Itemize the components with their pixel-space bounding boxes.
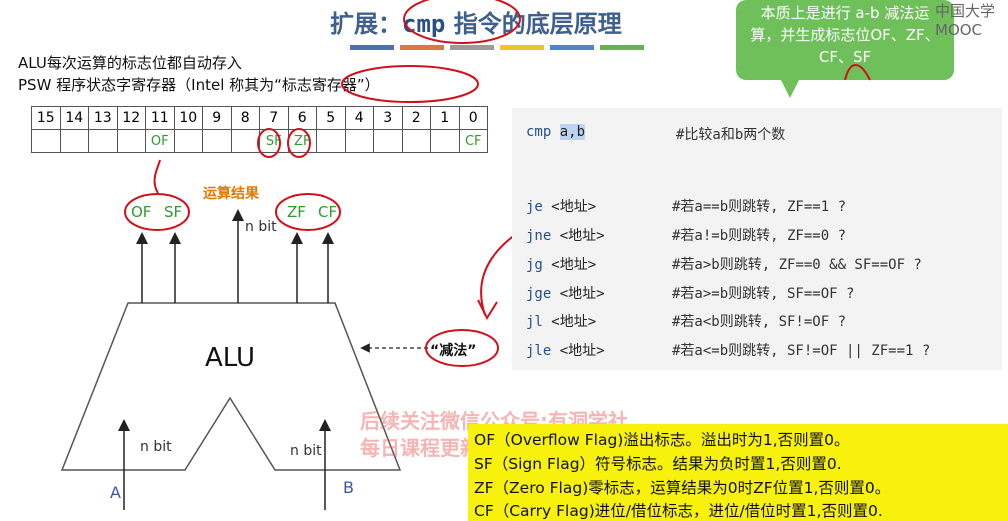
alu-shape: [60, 302, 402, 471]
jump-mnemonic: je: [526, 199, 543, 215]
flag-cell: [59, 129, 89, 153]
cmp-operands: a,b: [559, 124, 586, 140]
jump-arg: <地址>: [559, 228, 605, 244]
jump-comment: #若a<b则跳转, SF!=OF ?: [672, 314, 847, 330]
callout-tail: [780, 78, 800, 98]
title-underline-bar: [500, 45, 544, 50]
annotation-circle: [341, 65, 479, 103]
flag-cell-of: OF: [145, 129, 175, 153]
jump-mnemonic: jle: [526, 343, 552, 359]
jump-comment: #若a>b则跳转, ZF==0 && SF==OF ?: [672, 257, 922, 273]
title-cmd: cmp: [402, 10, 446, 38]
annotation-circle: [257, 128, 281, 158]
bit-number: 8: [230, 106, 260, 130]
annotation-circle: [124, 193, 190, 231]
result-label: 运算结果: [203, 186, 259, 202]
jump-comment: #若a>=b则跳转, SF==OF ?: [672, 286, 855, 302]
code-panel: [512, 108, 1002, 370]
annotation-stroke: [153, 159, 161, 194]
input-label-a: A: [110, 483, 121, 502]
jump-jle: jle <地址>: [526, 340, 605, 360]
title-underline-bar: [600, 45, 644, 50]
register-flag-row: OF SF ZF CF: [31, 129, 488, 153]
jump-arg: <地址>: [551, 314, 597, 330]
jump-mnemonic: jge: [526, 286, 552, 302]
subtract-label: “减法”: [430, 343, 477, 359]
flag-cell: [373, 129, 403, 153]
jump-arg: <地址>: [551, 257, 597, 273]
flag-cell: [31, 129, 61, 153]
flag-cell: [401, 129, 431, 153]
intro-line-1: ALU每次运算的标志位都自动存入: [18, 54, 242, 72]
jump-comment: #若a==b则跳转, ZF==1 ?: [672, 199, 847, 215]
flag-cell: [202, 129, 232, 153]
title-underline-bar: [550, 45, 594, 50]
mooc-watermark: 中国大学MOOC: [935, 2, 996, 39]
annotation-circle: [425, 329, 499, 367]
nbit-label-a: n bit: [140, 439, 172, 455]
jump-arg: <地址>: [559, 343, 605, 359]
cmp-mnemonic: cmp: [526, 124, 552, 140]
bit-number: 14: [59, 106, 89, 130]
definitions-highlight: [468, 424, 1008, 521]
definition-zf: ZF（Zero Flag)零标志，运算结果为0时ZF位置1,否则置0。: [474, 479, 891, 497]
register-bit-row: 15 14 13 12 11 10 9 8 7 6 5 4 3 2 1 0: [31, 106, 488, 130]
title-suffix: 指令的底层原理: [445, 10, 622, 38]
psw-register-table: 15 14 13 12 11 10 9 8 7 6 5 4 3 2 1 0 OF…: [31, 106, 488, 153]
course-watermark: 每日课程更新: [360, 436, 480, 460]
flag-cell-cf: CF: [458, 129, 488, 153]
output-flag-of: OF: [131, 203, 152, 221]
jump-arg: <地址>: [559, 286, 605, 302]
explanation-callout: 本质上是进行 a-b 减法运算，并生成标志位OF、ZF、CF、SF: [736, 0, 954, 80]
jump-comment: #若a<=b则跳转, SF!=OF || ZF==1 ?: [672, 343, 931, 359]
annotation-stroke: [844, 64, 871, 81]
jump-jne: jne <地址>: [526, 225, 605, 245]
flag-cell-sf: SF: [259, 129, 289, 153]
bit-number: 10: [173, 106, 203, 130]
annotation-circle: [287, 128, 311, 158]
definition-cf: CF（Carry Flag)进位/借位标志，进位/借位时置1,否则置0.: [474, 502, 883, 520]
bit-number: 2: [401, 106, 431, 130]
cmp-line: cmp a,b: [526, 124, 586, 140]
title-underline-bar: [350, 45, 394, 50]
title-prefix: 扩展：: [330, 10, 402, 38]
output-flag-sf: SF: [164, 203, 183, 221]
jump-mnemonic: jg: [526, 257, 543, 273]
page-title: 扩展：cmp 指令的底层原理: [330, 4, 622, 39]
nbit-label-result: n bit: [245, 219, 277, 235]
nbit-label-b: n bit: [290, 443, 322, 459]
jump-jg: jg <地址>: [526, 254, 596, 274]
jump-jl: jl <地址>: [526, 311, 596, 331]
annotation-stroke: [477, 299, 498, 321]
title-underline-bar: [450, 45, 494, 50]
output-flag-cf: CF: [318, 203, 338, 221]
bit-number: 15: [31, 106, 61, 130]
jump-comment: #若a!=b则跳转, ZF==0 ?: [672, 228, 847, 244]
output-flag-zf: ZF: [287, 203, 306, 221]
bit-number: 1: [430, 106, 460, 130]
title-underline-bar: [400, 45, 444, 50]
annotation-circle: [403, 0, 521, 44]
flag-cell: [316, 129, 346, 153]
alu-label: ALU: [205, 343, 256, 373]
jump-jge: jge <地址>: [526, 283, 605, 303]
jump-mnemonic: jne: [526, 228, 552, 244]
definition-of: OF（Overflow Flag)溢出标志。溢出时为1,否则置0。: [474, 431, 850, 449]
jump-je: je <地址>: [526, 196, 596, 216]
annotation-circle: [275, 193, 341, 231]
bit-number: 13: [88, 106, 118, 130]
intro-line-2: PSW 程序状态字寄存器（Intel 称其为“标志寄存器”）: [18, 76, 380, 94]
input-label-b: B: [343, 478, 354, 497]
cmp-comment: #比较a和b两个数: [676, 127, 786, 143]
jump-mnemonic: jl: [526, 314, 543, 330]
jump-arg: <地址>: [551, 199, 597, 215]
definition-sf: SF（Sign Flag）符号标志。结果为负时置1,否则置0.: [474, 455, 842, 473]
